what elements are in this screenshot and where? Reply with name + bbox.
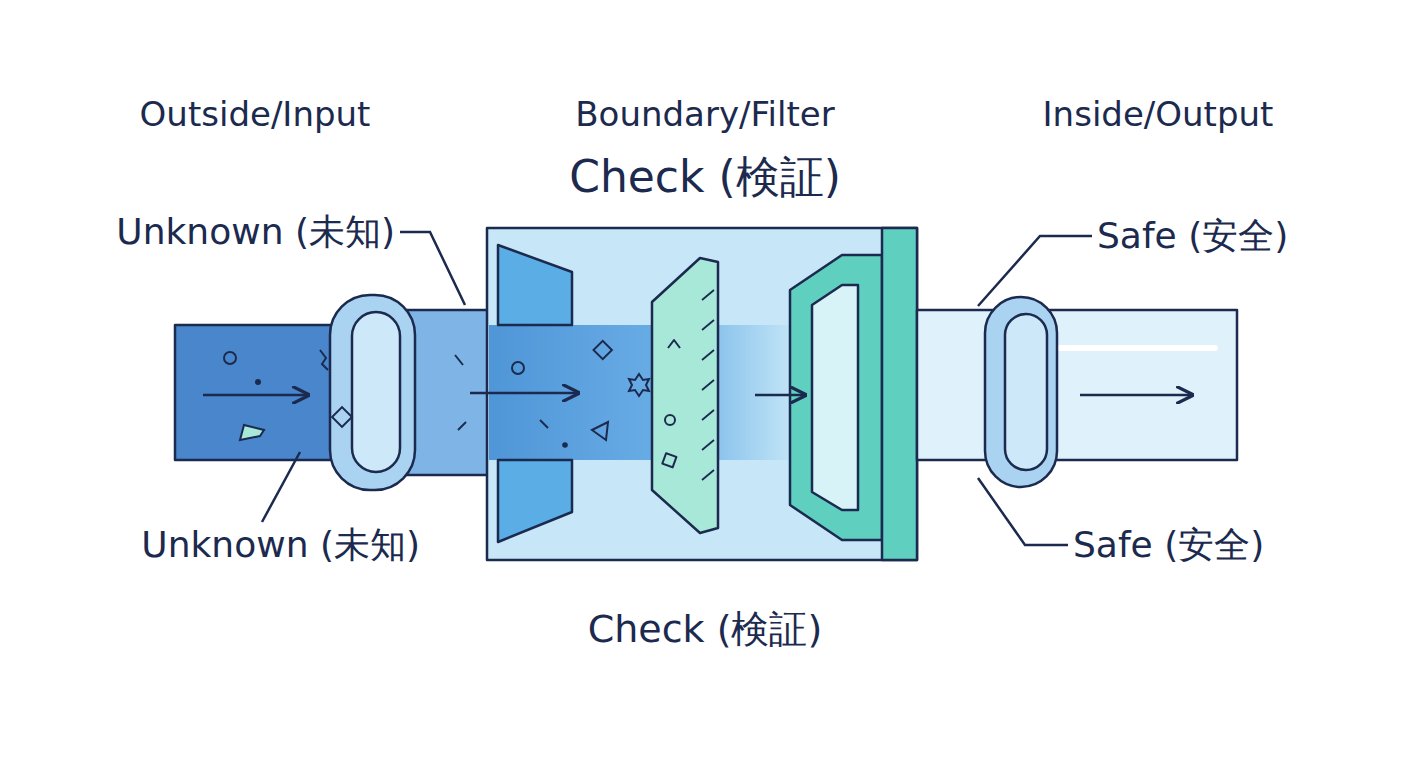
funnel-lower	[498, 460, 572, 542]
callout-label: Unknown (未知)	[141, 525, 420, 565]
screen-slats	[702, 290, 714, 480]
flow-arrows	[203, 393, 1192, 395]
filter-screen	[652, 258, 718, 533]
leader-lines	[262, 232, 1092, 545]
check-frame-opening	[812, 285, 858, 510]
input-flange	[330, 295, 415, 490]
column-heading: Inside/Output	[1043, 96, 1274, 133]
output-pipe	[917, 310, 1237, 460]
pipe-highlight	[1060, 345, 1215, 351]
column-heading: Boundary/Filter	[575, 96, 834, 133]
stage-caption: Check (検証)	[588, 609, 823, 651]
check-frame	[790, 255, 882, 540]
callout-label: Safe (安全)	[1073, 525, 1264, 565]
back-plate	[882, 228, 917, 560]
callout-label: Safe (安全)	[1097, 216, 1288, 256]
output-flange	[985, 297, 1057, 487]
caught-particles	[662, 340, 680, 467]
stage-title: Check (検証)	[569, 153, 841, 201]
output-flange-inner	[1005, 314, 1047, 470]
funnel-upper	[498, 245, 572, 325]
input-flange-inner	[352, 312, 400, 472]
column-heading: Outside/Input	[140, 96, 371, 133]
callout-label: Unknown (未知)	[116, 212, 395, 252]
